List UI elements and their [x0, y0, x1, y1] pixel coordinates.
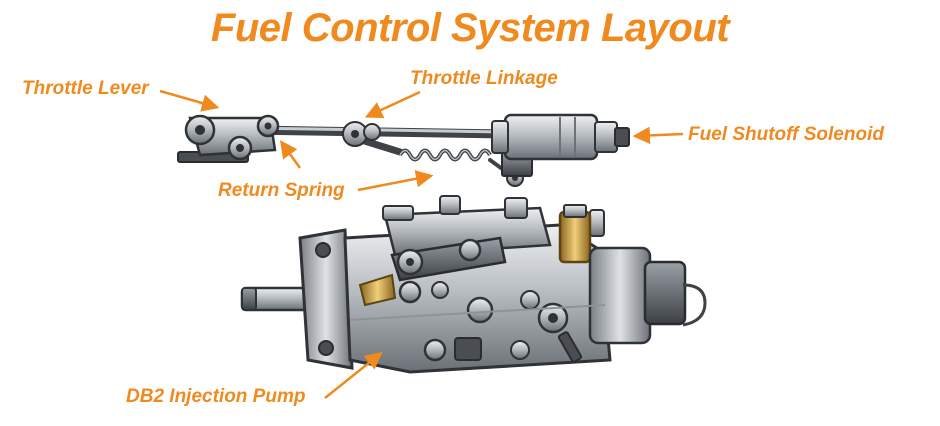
label-return-spring: Return Spring — [218, 180, 345, 201]
arrow-throttle-lever — [159, 89, 220, 112]
arrow-throttle-linkage — [364, 90, 421, 119]
leader-arrows — [159, 89, 684, 399]
label-throttle-linkage: Throttle Linkage — [410, 68, 558, 89]
throttle-linkage-assembly — [245, 121, 510, 156]
throttle-lever-part — [177, 114, 280, 163]
label-db2-injection-pump: DB2 Injection Pump — [126, 386, 306, 407]
arrow-fuel-shutoff-solenoid — [632, 126, 684, 145]
label-throttle-lever: Throttle Lever — [22, 78, 149, 99]
fuel-shutoff-solenoid-part — [491, 113, 630, 177]
label-fuel-shutoff-solenoid: Fuel Shutoff Solenoid — [688, 124, 884, 145]
arrow-db2-injection-pump — [324, 351, 383, 399]
arrow-return-spring-lever — [279, 140, 302, 169]
db2-injection-pump-part — [240, 195, 707, 374]
arrow-return-spring-spring — [357, 170, 434, 192]
diagram-title: Fuel Control System Layout — [210, 6, 730, 50]
